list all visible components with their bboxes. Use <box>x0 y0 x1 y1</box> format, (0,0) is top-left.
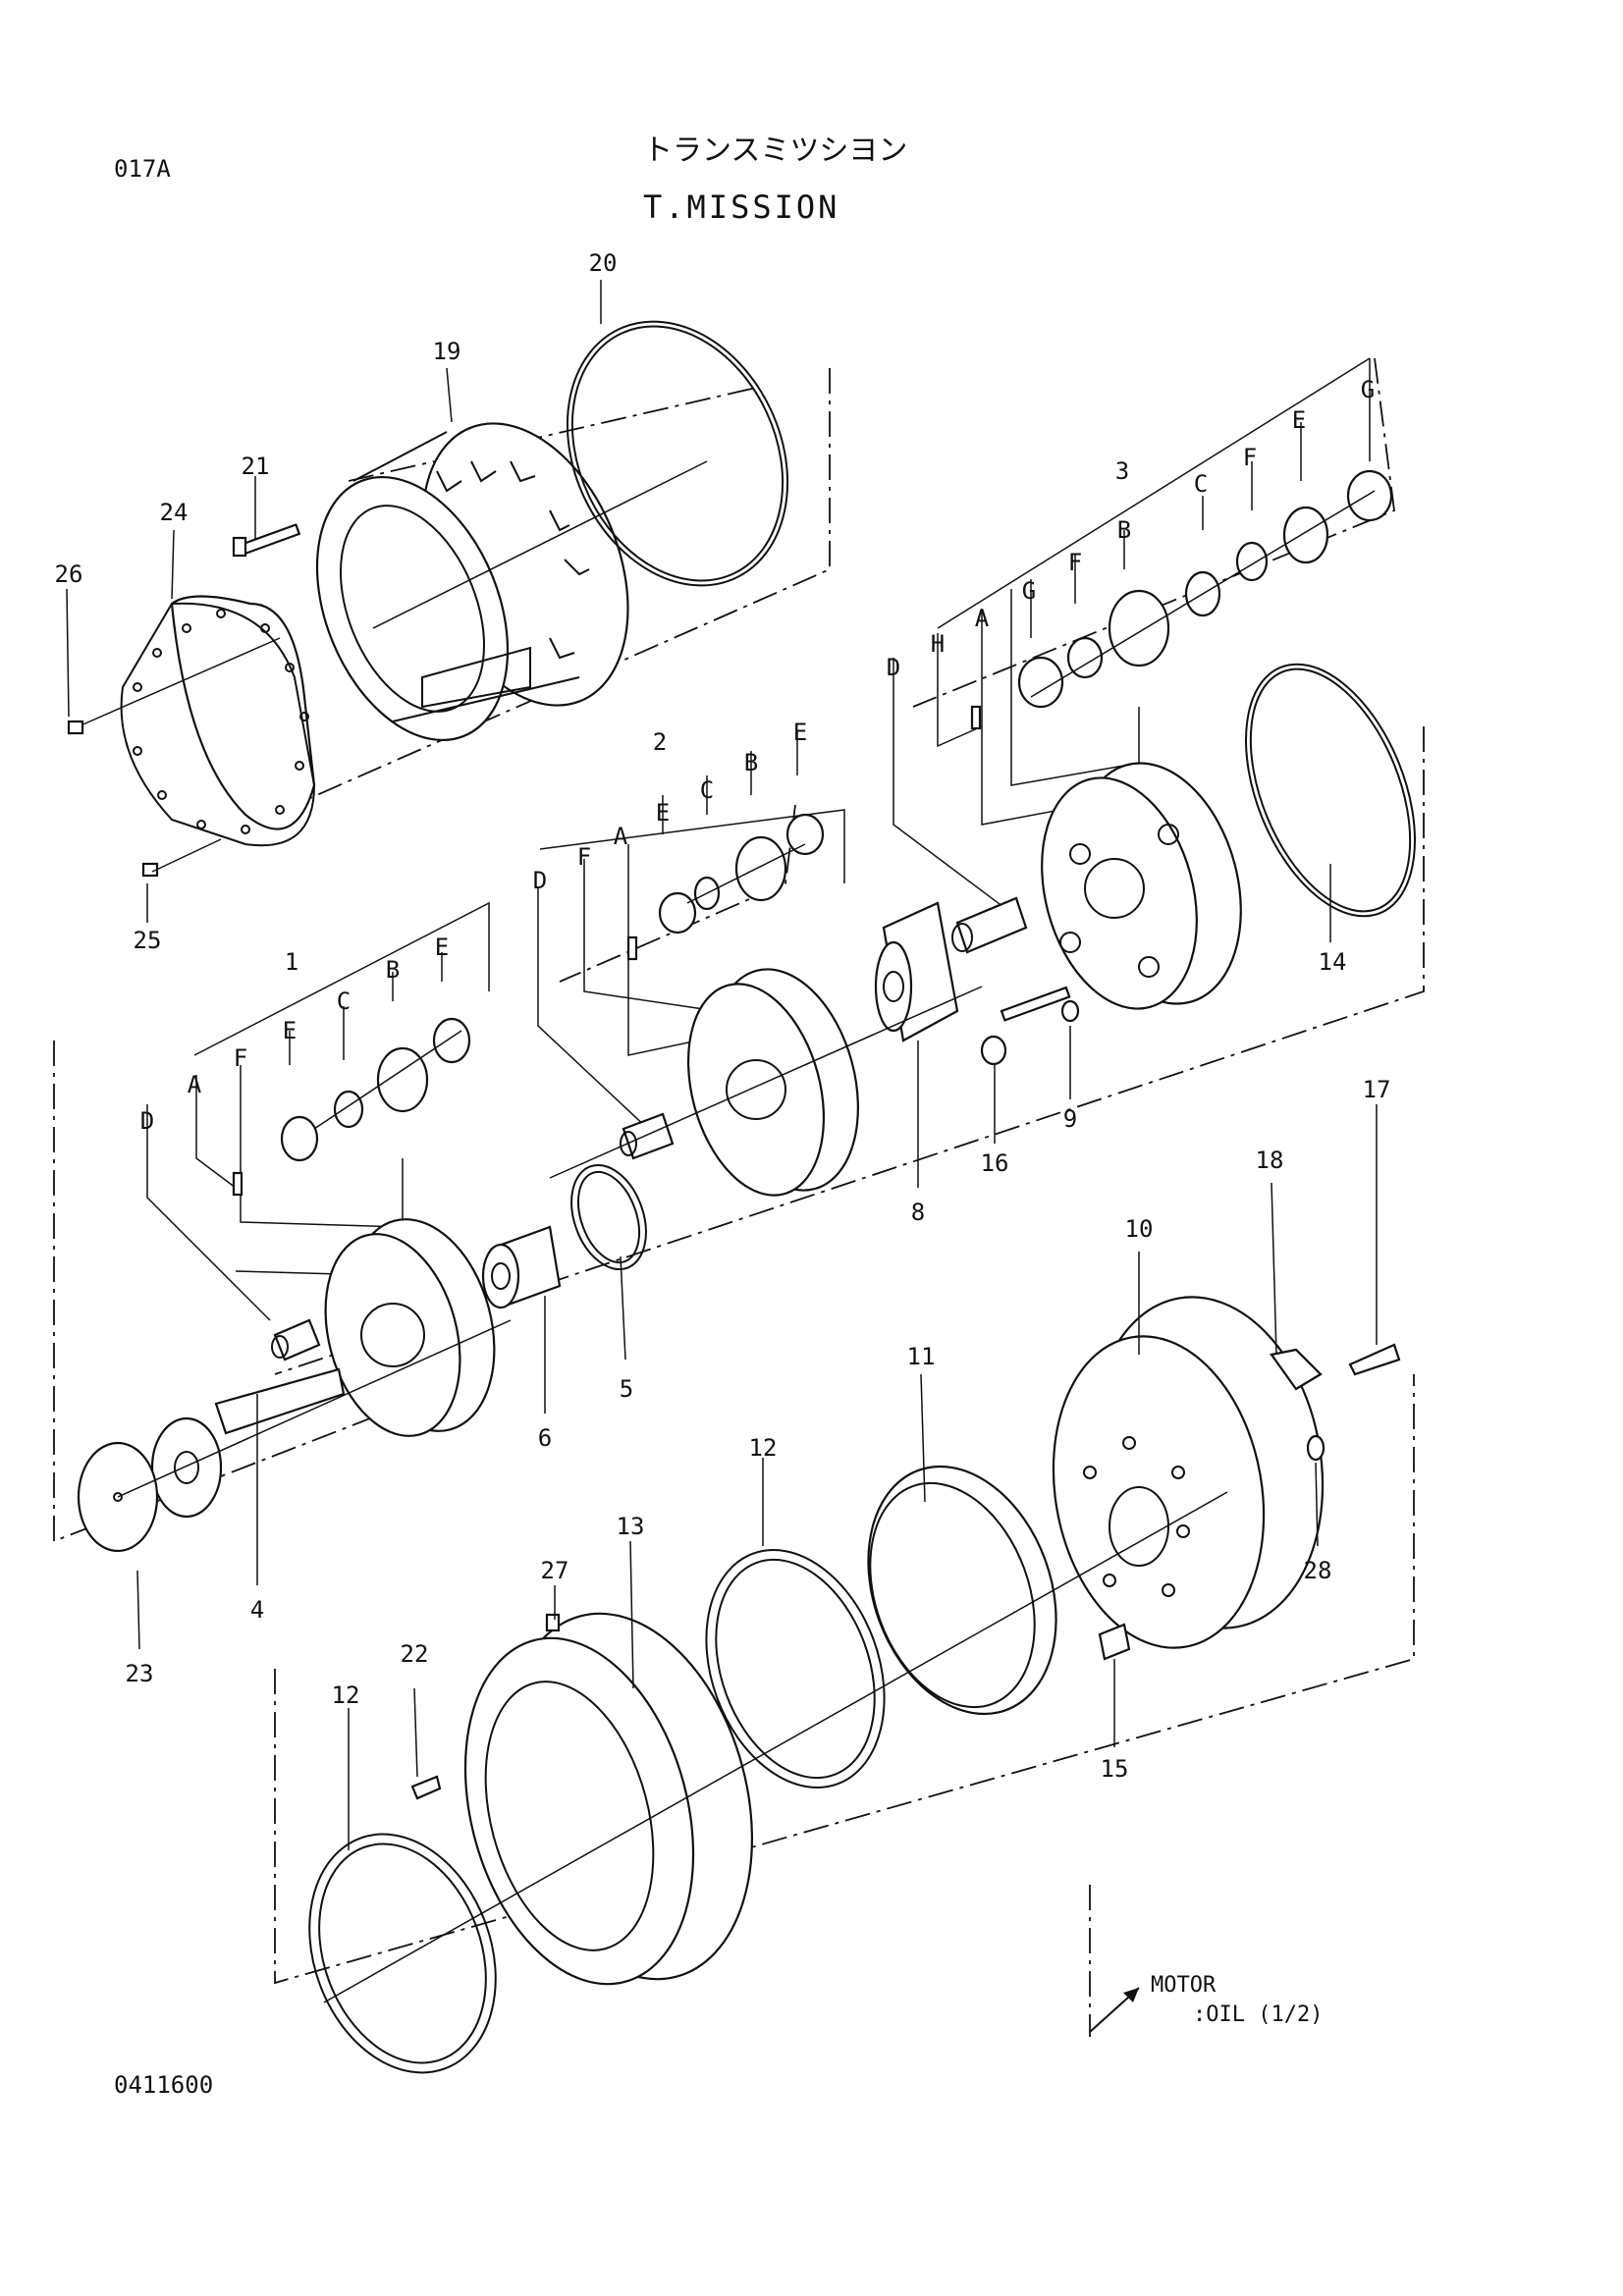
carrier-3-drawing <box>951 469 1393 1010</box>
callout-27: 27 <box>540 1557 569 1584</box>
callout-23: 23 <box>125 1660 154 1687</box>
sub1-letter-d: D <box>139 1107 155 1135</box>
callout-22: 22 <box>400 1640 429 1668</box>
callout-21: 21 <box>241 453 270 480</box>
reference-note-line2: :OIL (1/2) <box>1193 2002 1324 2027</box>
sub3-letter-d: D <box>886 654 901 681</box>
page-title: T.MISSION <box>643 188 840 226</box>
callout-1: 1 <box>284 948 299 976</box>
callout-13: 13 <box>616 1513 645 1540</box>
page-code: 017A <box>114 155 171 183</box>
callout-24: 24 <box>159 499 189 526</box>
callout-25: 25 <box>133 927 162 954</box>
reference-note-line1: MOTOR <box>1151 1973 1217 1998</box>
motor-reference-arrow <box>1089 1987 1140 2033</box>
hub-10-drawing <box>1052 1296 1401 1661</box>
sub1-letter-c: C <box>336 988 352 1015</box>
sub2-letter-e1: E <box>655 799 671 827</box>
callout-11: 11 <box>906 1343 936 1370</box>
callout-19: 19 <box>432 338 461 365</box>
sub3-letter-g1: G <box>1021 577 1037 605</box>
callout-12-upper: 12 <box>748 1434 778 1462</box>
axis-lines <box>117 986 1228 2003</box>
drum-13-drawing <box>410 1612 754 1986</box>
sub2-letter-e2: E <box>792 719 808 746</box>
sub1-letter-e2: E <box>434 934 450 961</box>
sub3-letter-e: E <box>1291 406 1307 434</box>
gear-6-drawing <box>481 1225 562 1309</box>
carrier-2-drawing <box>620 813 859 1197</box>
sub1-letter-b: B <box>385 956 401 984</box>
title-japanese: トランスミツシヨン <box>643 133 908 168</box>
cover-24-drawing <box>67 595 316 878</box>
callout-28: 28 <box>1303 1557 1332 1584</box>
callout-6: 6 <box>537 1424 553 1452</box>
sub3-letter-c: C <box>1193 470 1209 498</box>
callout-15: 15 <box>1100 1755 1129 1783</box>
assembly-center-lines <box>53 357 1425 2037</box>
callout-18: 18 <box>1255 1147 1284 1174</box>
seal-12-upper-drawing <box>705 1548 886 1789</box>
sub2-letter-b: B <box>743 749 759 776</box>
callout-leaders <box>66 280 1378 1850</box>
sub2-letter-f: F <box>576 843 592 871</box>
sub3-letter-a: A <box>974 605 990 632</box>
callout-20: 20 <box>588 249 618 277</box>
drawing-number: 0411600 <box>114 2071 214 2099</box>
sub2-letter-d: D <box>532 867 548 894</box>
sub3-letter-f1: F <box>1067 549 1083 576</box>
o-ring-14-drawing <box>1245 663 1416 918</box>
seal-12-lower-drawing <box>308 1833 497 2074</box>
o-ring-20-drawing <box>566 320 789 587</box>
callout-12-lower: 12 <box>331 1682 360 1709</box>
sub3-letter-g2: G <box>1360 376 1376 403</box>
shaft-4-plate-23-drawing <box>77 1367 346 1553</box>
sub1-letter-a: A <box>187 1071 202 1098</box>
sub2-letter-c: C <box>699 776 715 804</box>
carrier-1-drawing <box>232 1017 496 1437</box>
callout-4: 4 <box>249 1596 265 1624</box>
sub2-letter-a: A <box>613 823 628 850</box>
callout-9: 9 <box>1062 1105 1078 1133</box>
callout-5: 5 <box>619 1375 634 1403</box>
callout-2: 2 <box>652 728 668 756</box>
thrust-ring-5-drawing <box>570 1163 647 1271</box>
callout-8: 8 <box>910 1199 926 1226</box>
sub1-letter-f: F <box>233 1044 248 1072</box>
housing-19-drawing <box>232 422 708 742</box>
callout-3: 3 <box>1114 457 1130 485</box>
callout-17: 17 <box>1362 1076 1391 1103</box>
callout-16: 16 <box>980 1149 1009 1177</box>
sub3-letter-h: H <box>930 630 946 658</box>
sub3-letter-f2: F <box>1242 444 1258 471</box>
sub3-letter-b: B <box>1116 516 1132 544</box>
callout-26: 26 <box>54 561 83 588</box>
callout-10: 10 <box>1124 1215 1154 1243</box>
sub1-letter-e1: E <box>282 1017 298 1044</box>
bearing-11-drawing <box>867 1465 1057 1716</box>
callout-14: 14 <box>1318 948 1347 976</box>
